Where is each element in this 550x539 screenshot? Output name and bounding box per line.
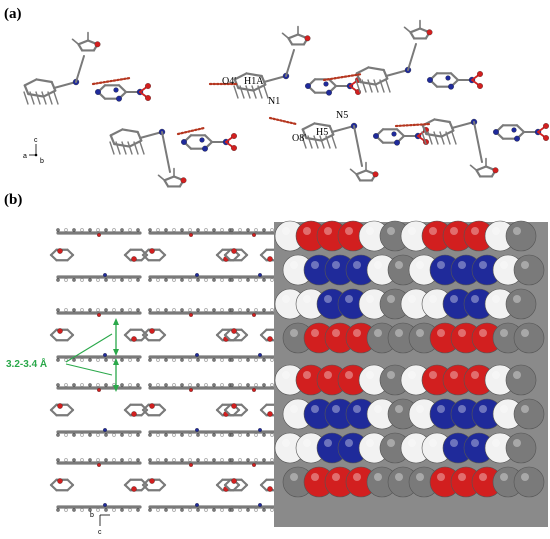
axis-b-c: c [98,529,102,536]
atom-label-h1a: H1A [244,76,264,87]
axis-a-c: c [34,137,38,144]
panel-label-b: (b) [4,192,22,208]
atom-label-o4: O4' [222,76,236,87]
panel-b-spacefill-model [274,220,548,527]
panel-a-hbond-chains [23,19,549,188]
atom-label-n1: N1 [268,96,280,107]
panel-label-a: (a) [4,6,22,22]
panel-b-stick-frameworks [49,228,285,512]
axis-b-b: b [90,512,94,519]
distance-label: 3.2-3.4 Å [6,357,47,370]
atom-label-n5: N5 [336,110,348,121]
interlayer-distance-annotation: 3.2-3.4 Å [6,318,119,392]
atom-label-h5: H5 [316,127,328,138]
axis-a-b: b [40,158,44,165]
axis-triad-a: c a b [23,137,44,165]
axis-a-a: a [23,153,27,160]
atom-label-o8: O8' [292,133,306,144]
axis-triad-b: b c [90,512,110,536]
